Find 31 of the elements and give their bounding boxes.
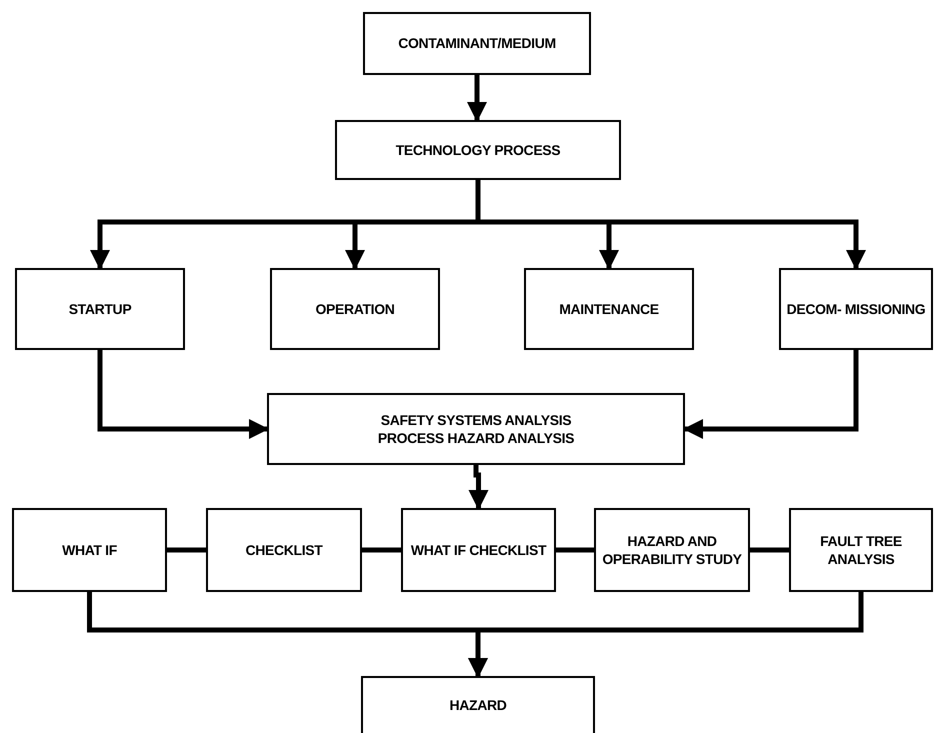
- box-label: FAULT TREE ANALYSIS: [819, 532, 903, 568]
- connector-arrow: [683, 350, 858, 439]
- box-label: DECOM- MISSIONING: [786, 300, 926, 318]
- box-label: SAFETY SYSTEMS ANALYSIS: [380, 410, 572, 429]
- process-box: [363, 12, 591, 75]
- box-label: HAZARD AND OPERABILITY STUDY: [601, 532, 743, 568]
- box-label: CONTAMINANT/MEDIUM: [398, 34, 556, 53]
- box-label: TECHNOLOGY PROCESS: [396, 140, 560, 160]
- process-box: [206, 508, 362, 592]
- box-label: WHAT IF CHECKLIST: [410, 540, 546, 560]
- process-box: [270, 268, 440, 350]
- process-box: [401, 508, 556, 592]
- box-label: HAZARD: [449, 696, 506, 715]
- process-box: [524, 268, 694, 350]
- process-box: [15, 268, 185, 350]
- process-box: [335, 120, 621, 180]
- connector-arrow: [467, 75, 487, 122]
- process-box: [267, 393, 685, 465]
- process-box: [12, 508, 167, 592]
- box-label: PROCESS HAZARD ANALYSIS: [378, 429, 574, 448]
- process-box: [361, 676, 595, 733]
- process-box: [594, 508, 750, 592]
- connector-arrow: [98, 350, 269, 439]
- box-label: OPERATION: [315, 300, 395, 318]
- process-box: [789, 508, 933, 592]
- box-label: STARTUP: [68, 300, 132, 318]
- process-box: [779, 268, 933, 350]
- connector-arrow: [468, 465, 488, 510]
- box-label: WHAT IF: [62, 540, 117, 560]
- box-label: MAINTENANCE: [559, 300, 659, 318]
- box-label: CHECKLIST: [246, 540, 322, 560]
